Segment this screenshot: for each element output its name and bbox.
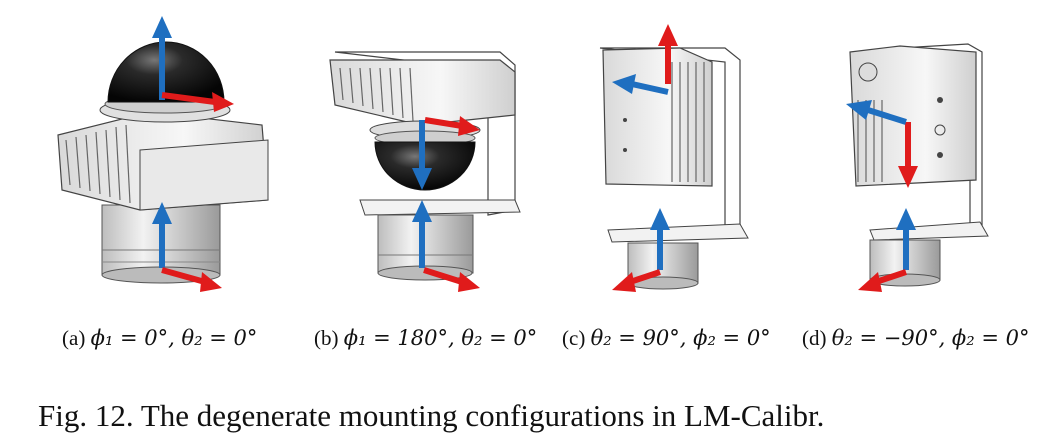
subfigure-d-drawing <box>846 43 989 292</box>
figure-panel <box>57 16 989 292</box>
subfigure-b-caption: (b) ϕ₁ = 180°, θ₂ = 0° <box>314 326 537 351</box>
subfigure-c-caption: (c) θ₂ = 90°, ϕ₂ = 0° <box>562 326 771 351</box>
subfigure-condition: θ₂ = −90°, ϕ₂ = 0° <box>831 326 1030 350</box>
figure-drawing <box>57 16 989 292</box>
subfigure-label: (c) <box>562 326 586 350</box>
subfigure-label: (d) <box>802 326 827 350</box>
subfigure-label: (b) <box>314 326 339 350</box>
subfigure-condition: ϕ₁ = 180°, θ₂ = 0° <box>343 326 538 350</box>
figure-caption: Fig. 12. The degenerate mounting configu… <box>38 398 824 434</box>
figure-caption-text: The degenerate mounting configurations i… <box>140 398 825 433</box>
subfigure-d-caption: (d) θ₂ = −90°, ϕ₂ = 0° <box>802 326 1029 351</box>
subfigure-label: (a) <box>62 326 86 350</box>
subfigure-condition: θ₂ = 90°, ϕ₂ = 0° <box>590 326 771 350</box>
subfigure-c-drawing <box>599 24 749 292</box>
figure-number: Fig. 12. <box>38 398 134 433</box>
subfigure-a-drawing <box>57 16 269 292</box>
subfigure-a-caption: (a) ϕ₁ = 0°, θ₂ = 0° <box>62 326 257 351</box>
subfigure-b-drawing <box>329 51 521 292</box>
subfigure-condition: ϕ₁ = 0°, θ₂ = 0° <box>90 326 258 350</box>
